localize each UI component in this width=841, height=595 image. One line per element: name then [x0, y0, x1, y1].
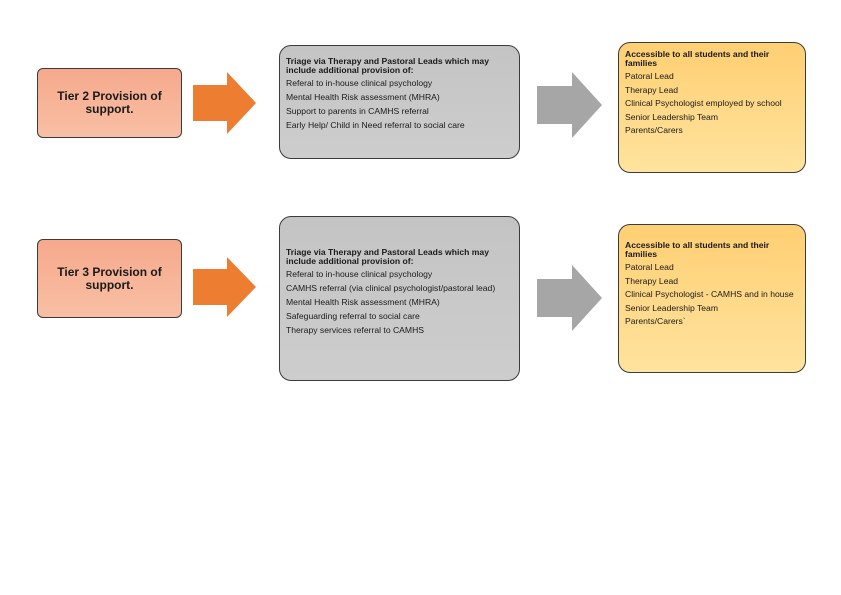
tier-3-access-item: Parents/Carers` — [625, 316, 686, 327]
tier-2-triage-item: Referal to in-house clinical psychology — [286, 78, 433, 88]
tier-2-triage-heading: Triage via Therapy and Pastoral Leads wh… — [286, 56, 489, 75]
tier-3-orange-arrow — [193, 257, 256, 317]
tier-3-triage-box: Triage via Therapy and Pastoral Leads wh… — [279, 216, 520, 381]
tier-2-access-item: Patoral Lead — [625, 71, 674, 81]
tier-3-access-item: Therapy Lead — [625, 275, 679, 286]
tier-3-access-item: Senior Leadership Team — [625, 302, 718, 313]
tier-2-access-item: Senior Leadership Team — [625, 111, 718, 122]
tier-2-triage-item: Support to parents in CAMHS referral — [286, 106, 429, 116]
tier-3-grey-arrow — [537, 265, 602, 331]
tier-3-triage-item: Referal to in-house clinical psychology — [286, 269, 433, 279]
tier-3-triage-item: Mental Health Risk assessment (MHRA) — [286, 297, 440, 307]
tier-3-triage-item: Therapy services referral to CAMHS — [286, 325, 425, 335]
tier-2-access-box: Accessible to all students and their fam… — [618, 42, 806, 173]
tier-2-access-item: Parents/Carers — [625, 125, 683, 136]
tier-3-access-item: Patoral Lead — [625, 262, 674, 272]
tier-2-label: Tier 2 Provision of support. — [57, 89, 162, 116]
tier-3-access-item: Clinical Psychologist - CAMHS and in hou… — [625, 289, 794, 300]
tier-3-triage-item: Safeguarding referral to social care — [286, 311, 420, 321]
tier-2-triage-box: Triage via Therapy and Pastoral Leads wh… — [279, 45, 520, 159]
tier-2-triage-item: Early Help/ Child in Need referral to so… — [286, 120, 465, 130]
tier-2-triage-item: Mental Health Risk assessment (MHRA) — [286, 92, 440, 102]
tier-2-grey-arrow — [537, 72, 602, 138]
tier-3-triage-item: CAMHS referral (via clinical psychologis… — [286, 283, 496, 293]
tier-3-access-box: Accessible to all students and their fam… — [618, 224, 806, 373]
tier-3-label: Tier 3 Provision of support. — [57, 264, 162, 292]
tier-2-access-item: Therapy Lead — [625, 84, 679, 95]
tier-3-box: Tier 3 Provision of support. — [37, 239, 182, 318]
tier-2-box: Tier 2 Provision of support. — [37, 68, 182, 138]
tier-2-access-heading: Accessible to all students and their fam… — [625, 49, 770, 68]
tier-2-access-item: Clinical Psychologist employed by school — [625, 98, 782, 109]
tier-3-triage-heading: Triage via Therapy and Pastoral Leads wh… — [286, 247, 489, 266]
tier-2-orange-arrow — [193, 72, 256, 134]
tier-3-access-heading: Accessible to all students and their fam… — [625, 240, 770, 259]
